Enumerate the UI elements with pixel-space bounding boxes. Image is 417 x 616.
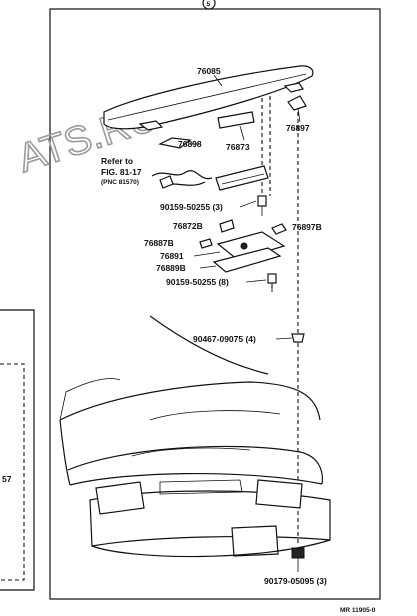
bracket-hole — [240, 242, 248, 250]
side-panel-label: 57 — [2, 474, 12, 484]
leader-spoiler — [213, 74, 223, 87]
leader-bolt-lower — [245, 279, 267, 283]
nut-bottom — [291, 547, 305, 566]
refer-note-line3: (PNC 81570) — [101, 179, 139, 186]
spoiler-edge — [107, 73, 307, 121]
header-circle — [202, 0, 216, 10]
car-body — [59, 315, 331, 558]
leader-cap-right — [297, 107, 301, 123]
plate — [212, 247, 282, 273]
dashed-line-center — [261, 96, 271, 198]
callout-bracket: 76891 — [160, 251, 184, 261]
leader-lamp-lens — [239, 125, 245, 141]
refer-note-line2: FIG. 81-17 — [101, 167, 142, 177]
side-panel-frame — [0, 309, 35, 591]
callout-bolt-lower: 90159-50255 (8) — [166, 277, 229, 287]
leader-bracket — [193, 251, 221, 257]
connector-left — [159, 175, 174, 189]
callout-pad-right: 76897B — [292, 222, 322, 232]
lamp-lens — [217, 111, 255, 129]
callout-bolt-top: 90159-50255 (3) — [160, 202, 223, 212]
spoiler-foot-left — [138, 120, 164, 131]
callout-spoiler: 76085 — [197, 66, 221, 76]
callout-nut-bottom: 90179-05095 (3) — [264, 576, 327, 586]
lamp-bar — [215, 165, 269, 191]
cap-right — [287, 95, 307, 111]
pad-right — [271, 223, 287, 235]
refer-note-line1: Refer to — [101, 156, 133, 166]
spoiler-foot-right — [283, 82, 304, 93]
diagram-frame — [49, 8, 381, 600]
callout-pad-left-lower: 76887B — [144, 238, 174, 248]
lamp-cover-left — [158, 137, 192, 149]
bracket — [216, 231, 286, 261]
callout-grommet: 90467-09075 (4) — [193, 334, 256, 344]
lamp-bar-detail — [221, 173, 265, 185]
callout-plate: 76889B — [156, 263, 186, 273]
spoiler — [103, 65, 314, 130]
callout-lamp-lens: 76873 — [226, 142, 250, 152]
bolt-top — [257, 195, 267, 216]
bolt-lower — [267, 273, 277, 292]
leader-plate — [199, 265, 217, 269]
pad-left-lower — [199, 238, 213, 249]
callout-pad-left-upper: 76872B — [173, 221, 203, 231]
leader-bolt-top — [239, 200, 257, 208]
header-circle-label: 5 — [207, 1, 211, 8]
leader-grommet — [275, 337, 293, 340]
grommet — [291, 333, 305, 343]
pad-left-upper — [219, 219, 235, 233]
footer-code: MR 11905-0 — [340, 607, 376, 614]
side-panel-dashed-box — [0, 363, 25, 581]
callout-lamp-cover-left: 76898 — [178, 139, 202, 149]
